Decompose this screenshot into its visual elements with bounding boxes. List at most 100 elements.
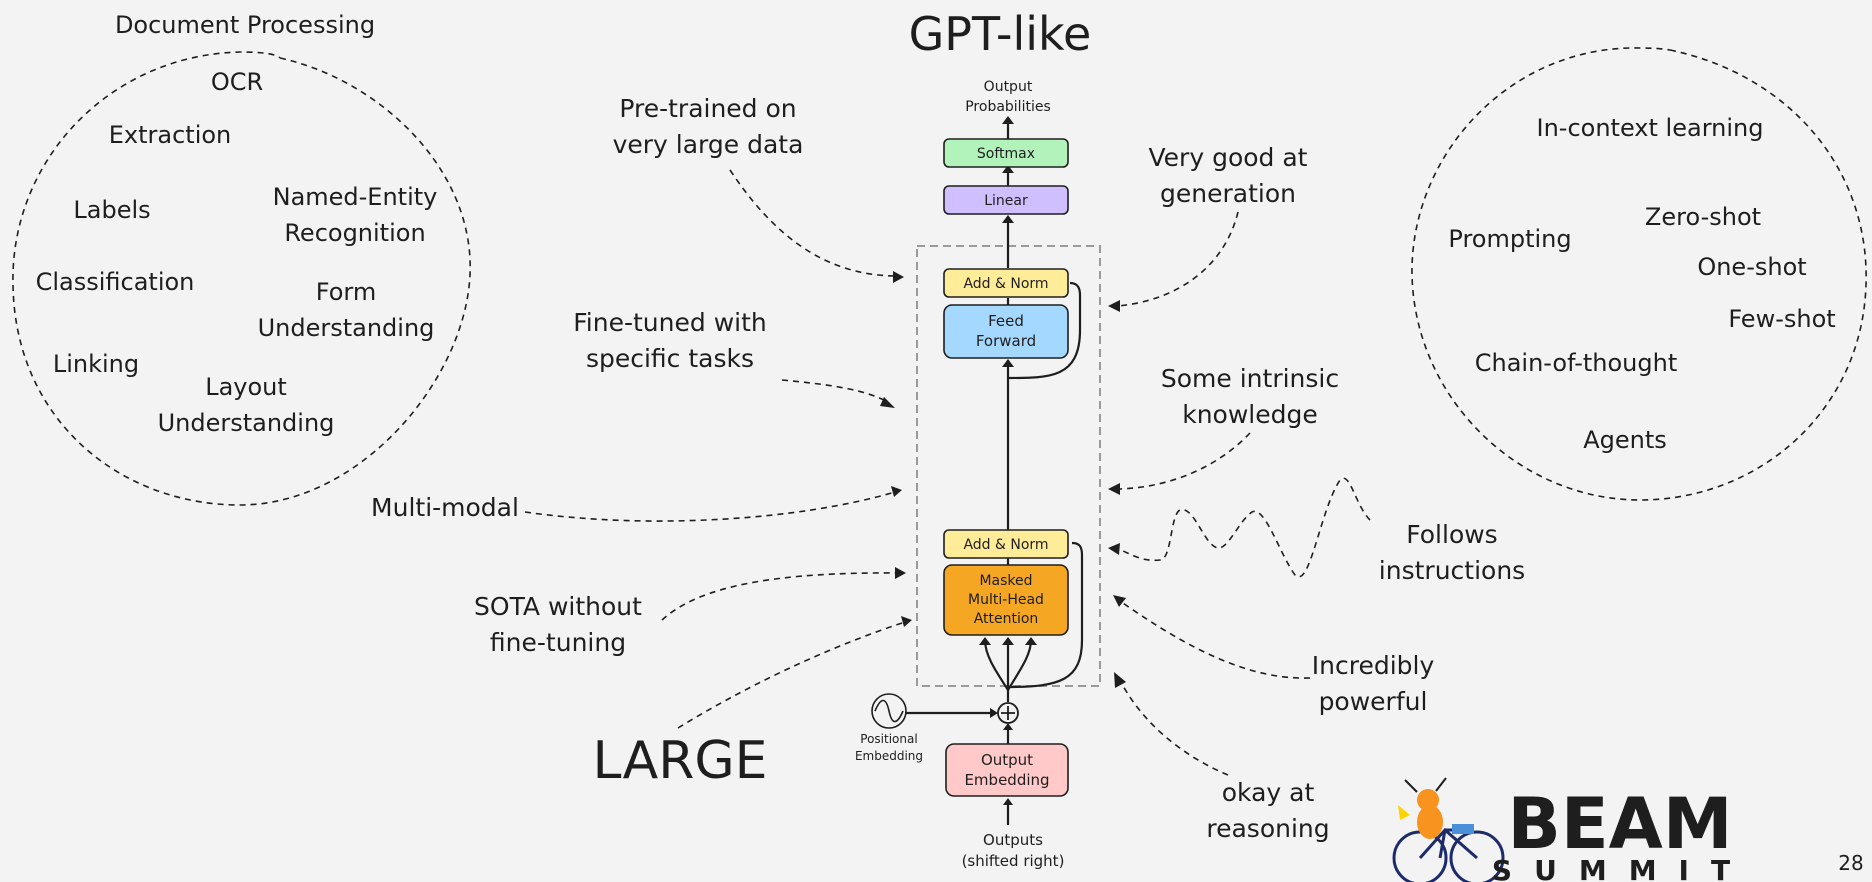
annotation-large: LARGE [592, 731, 767, 791]
positional-embedding-line2: Embedding [855, 749, 923, 763]
attention-line3: Attention [974, 611, 1039, 627]
arrow-knowledge [1117, 432, 1251, 490]
arrow-reasoning [1119, 679, 1229, 776]
annotation-reasoning-line2: reasoning [1206, 814, 1329, 843]
item-form-line1: Form [316, 278, 376, 306]
ant-bicycle-mascot-icon [1392, 777, 1505, 882]
arrow-finetuned [781, 379, 889, 403]
page-number: 28 [1838, 851, 1863, 875]
item-prompting: Prompting [1448, 225, 1571, 253]
attention-line1: Masked [979, 573, 1032, 589]
arrowhead-add-up [1003, 723, 1013, 730]
annotation-instructions-line2: instructions [1379, 556, 1525, 585]
logo-summit: SUMMIT [1492, 854, 1752, 882]
arrowhead-knowledge [1108, 483, 1120, 495]
document-processing-group: Document Processing OCR Extraction Label… [12, 11, 471, 506]
arrowhead-ff [1002, 359, 1014, 367]
arrowhead-instructions [1108, 543, 1120, 555]
arrow-powerful [1119, 600, 1311, 679]
annotation-sota-line2: fine-tuning [490, 628, 626, 657]
annotation-sota-line1: SOTA without [474, 592, 642, 621]
positional-encoding-icon [871, 693, 907, 729]
annotation-instructions-line1: Follows [1406, 520, 1497, 549]
arrowhead-pretrained [893, 271, 904, 283]
feed-forward-box [943, 304, 1069, 359]
residual-loop-bottom [1007, 541, 1084, 689]
linear-label: Linear [984, 193, 1028, 209]
feed-forward-line1: Feed [988, 312, 1024, 330]
arrowhead-attn-right [1025, 637, 1037, 645]
item-few-shot: Few-shot [1728, 305, 1835, 333]
arrowhead-powerful [1113, 595, 1126, 607]
output-embedding-line2: Embedding [964, 771, 1049, 789]
outputs-line1: Outputs [983, 831, 1043, 849]
attention-box [943, 564, 1069, 636]
add-norm-top-box [943, 268, 1069, 298]
annotation-pretrained-line2: very large data [613, 130, 804, 159]
output-probabilities-line1: Output [984, 79, 1033, 95]
arrowhead-large [901, 616, 912, 627]
arrowhead-output [1002, 116, 1014, 124]
item-one-shot: One-shot [1697, 253, 1806, 281]
item-form-line2: Understanding [258, 314, 435, 342]
add-norm-bottom-box [943, 529, 1069, 559]
annotation-knowledge-line2: knowledge [1182, 400, 1318, 429]
beam-summit-logo: BEAM SUMMIT [1392, 777, 1752, 882]
annotation-reasoning-line1: okay at [1222, 778, 1315, 807]
item-zero-shot: Zero-shot [1645, 203, 1761, 231]
arrowhead-embed [1003, 798, 1013, 805]
arrowhead-linear [1002, 215, 1014, 223]
arrowhead-add [990, 708, 998, 718]
sine-wave-icon [874, 699, 904, 723]
annotation-finetuned-line1: Fine-tuned with [573, 308, 766, 337]
arrowhead-attn-left [979, 637, 991, 645]
arrow-multimodal [524, 491, 896, 522]
item-agents: Agents [1583, 426, 1667, 454]
annotation-pretrained-line1: Pre-trained on [619, 94, 796, 123]
annotation-finetuned-line2: specific tasks [586, 344, 754, 373]
right-annotations: Very good at generation Some intrinsic k… [1108, 143, 1525, 843]
item-layout-line2: Understanding [158, 409, 335, 437]
item-extraction: Extraction [109, 121, 232, 149]
output-probabilities-line2: Probabilities [965, 99, 1051, 115]
transformer-decoder: Output Probabilities Softmax Linear Add … [855, 79, 1101, 870]
arrow-large [677, 621, 906, 729]
softmax-box [943, 138, 1069, 168]
item-chain-of-thought: Chain-of-thought [1475, 349, 1678, 377]
arrowhead-multimodal [891, 486, 902, 497]
arrowhead-attn-mid [1002, 637, 1014, 645]
residual-loop-top [1007, 281, 1082, 380]
right-dashed-circle [1411, 47, 1867, 501]
annotation-generation-line1: Very good at [1149, 143, 1308, 172]
arrowhead-softmax [1002, 165, 1014, 173]
arrowhead-reasoning [1114, 672, 1126, 688]
item-labels: Labels [73, 196, 150, 224]
item-in-context-learning: In-context learning [1537, 114, 1764, 142]
add-norm-bottom-label: Add & Norm [963, 537, 1048, 553]
left-annotations: Pre-trained on very large data Fine-tune… [371, 94, 912, 791]
add-norm-top-label: Add & Norm [963, 276, 1048, 292]
arrowhead-finetuned [880, 397, 895, 408]
left-dashed-circle [12, 51, 471, 506]
softmax-label: Softmax [977, 146, 1035, 162]
output-embedding-line1: Output [981, 751, 1033, 769]
arrow-generation [1117, 211, 1239, 307]
outputs-line2: (shifted right) [962, 852, 1065, 870]
item-layout-line1: Layout [205, 373, 287, 401]
plus-sign-icon [1001, 706, 1015, 720]
output-embedding-box [945, 743, 1069, 797]
item-ner-line2: Recognition [284, 219, 425, 247]
feed-forward-line2: Forward [976, 332, 1036, 350]
item-ner-line1: Named-Entity [273, 183, 438, 211]
arrowhead-sota [895, 567, 906, 579]
arrowhead-generation [1108, 300, 1120, 312]
attention-line2: Multi-Head [968, 592, 1044, 608]
positional-embedding-line1: Positional [860, 732, 917, 746]
item-classification: Classification [36, 268, 195, 296]
annotation-multimodal: Multi-modal [371, 493, 519, 522]
arrow-instructions [1117, 477, 1371, 578]
arrow-sota [661, 572, 898, 621]
item-ocr: OCR [211, 68, 263, 96]
prompting-group: In-context learning Prompting Zero-shot … [1411, 47, 1867, 501]
